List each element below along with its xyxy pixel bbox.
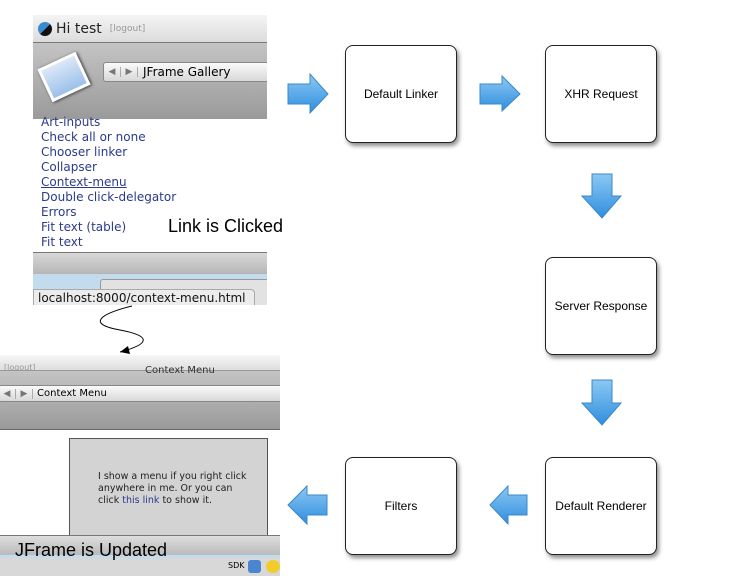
- link-fit-text-table-label: Fit text: [41, 220, 83, 234]
- forward-button[interactable]: ▶: [121, 67, 138, 77]
- nav-title: JFrame Gallery: [143, 65, 231, 79]
- logout-link[interactable]: [logout]: [4, 363, 36, 372]
- forward-button[interactable]: ▶: [16, 388, 33, 399]
- top-window-screenshot: Hi test [logout] ◀ ▶ JFrame Gallery Art-…: [33, 15, 267, 305]
- step-xhr-request: XHR Request: [545, 45, 657, 143]
- step-server-response: Server Response: [545, 257, 657, 355]
- arrow-left-icon: [287, 484, 328, 526]
- sdk-label[interactable]: SDK: [228, 561, 245, 570]
- top-toolbar: ◀ ▶ JFrame Gallery: [33, 43, 267, 119]
- window-title: Context Menu: [145, 365, 215, 376]
- context-menu-area[interactable]: I show a menu if you right click anywher…: [69, 438, 268, 550]
- bottom-header-bar: [logout]: [0, 355, 280, 372]
- arrow-down-icon: [580, 173, 623, 219]
- link-suffix: (table): [86, 220, 127, 234]
- caption-jframe-updated: JFrame is Updated: [15, 540, 168, 560]
- link-errors[interactable]: Errors: [41, 205, 77, 219]
- bottom-window-screenshot: [logout] Context Menu ◀ ▶ Context Menu I…: [0, 355, 280, 576]
- content-link[interactable]: this link: [122, 495, 160, 506]
- link-fit-text[interactable]: Fit text: [41, 235, 83, 249]
- link-chooser-linker[interactable]: Chooser linker: [41, 145, 128, 159]
- link-list: Art-inputs Check all or none Chooser lin…: [41, 115, 176, 250]
- link-check-all[interactable]: Check all or none: [41, 130, 146, 144]
- arrow-left-icon: [489, 484, 528, 526]
- arrow-right-icon: [287, 72, 329, 115]
- arrow-down-icon: [580, 379, 623, 426]
- nav-bar: ◀ ▶ JFrame Gallery: [103, 62, 267, 82]
- content-text-end: to show it.: [162, 495, 212, 506]
- dock-strip: SDK: [0, 555, 280, 576]
- step-default-linker: Default Linker: [345, 45, 457, 143]
- status-url: localhost:8000/context-menu.html: [33, 289, 255, 305]
- nav-title: Context Menu: [37, 388, 107, 399]
- link-fit-text-table[interactable]: Fit text (table): [41, 220, 176, 235]
- link-double-click[interactable]: Double click-delegator: [41, 190, 177, 204]
- top-header-bar: Hi test [logout]: [33, 15, 267, 43]
- bottom-toolbar: Context Menu ◀ ▶ Context Menu: [0, 365, 280, 430]
- back-button[interactable]: ◀: [104, 67, 121, 77]
- greeting: Hi test: [56, 20, 102, 37]
- logo-icon: [38, 21, 52, 36]
- chat-icon[interactable]: [266, 560, 280, 573]
- link-art-inputs[interactable]: Art-inputs: [41, 115, 101, 129]
- bottom-bar: [33, 252, 267, 275]
- link-collapser[interactable]: Collapser: [41, 160, 97, 174]
- step-default-renderer: Default Renderer: [545, 457, 657, 555]
- bottom-bar: [0, 535, 280, 556]
- app-icon[interactable]: [248, 560, 261, 573]
- transition-arrow: [99, 305, 144, 354]
- content-text: I show a menu if you right click anywher…: [98, 471, 247, 506]
- arrow-right-icon: [479, 74, 521, 113]
- step-filters: Filters: [345, 457, 457, 555]
- link-context-menu[interactable]: Context-menu: [41, 175, 127, 189]
- logout-link[interactable]: [logout]: [109, 23, 146, 34]
- back-button[interactable]: ◀: [0, 388, 16, 399]
- caption-link-clicked: Link is Clicked: [168, 216, 284, 236]
- nav-bar: ◀ ▶ Context Menu: [0, 385, 280, 402]
